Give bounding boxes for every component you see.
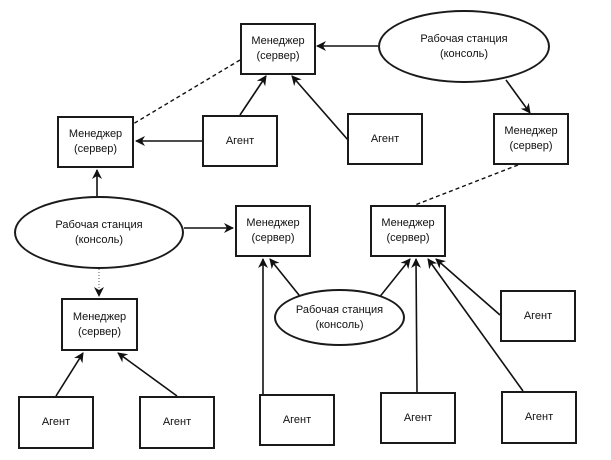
agent-label: Агент: [524, 411, 554, 423]
connection-solid-a6-to-m5: [411, 258, 422, 393]
console-label: (консоль): [439, 47, 489, 60]
connection-solid-e1-to-m3: [505, 79, 531, 114]
server-label: (сервер): [386, 232, 430, 244]
agent-node: Агент: [259, 394, 335, 446]
manager-label: Менеджер: [251, 35, 305, 47]
workstation-console-node: Рабочая станция (консоль): [14, 196, 184, 269]
server-label: (сервер): [251, 232, 295, 244]
workstation-label: Рабочая станция: [295, 303, 384, 316]
agent-label: Агент: [370, 132, 400, 145]
agent-label: Агент: [41, 416, 71, 428]
manager-label: Менеджер: [504, 125, 558, 137]
connection-solid-a2-to-m1: [291, 75, 349, 141]
connection-solid-e3-to-m5: [377, 258, 411, 300]
agent-label: Агент: [162, 416, 192, 428]
agent-node: Агент: [139, 396, 215, 449]
connection-solid-a3-to-m6: [55, 352, 84, 397]
manager-label: Менеджер: [68, 128, 123, 140]
agent-node: Агент: [18, 396, 94, 449]
console-label: (консоль): [315, 318, 364, 331]
agent-label: Агент: [523, 309, 553, 322]
manager-server-node: Менеджер (сервер): [61, 298, 138, 351]
agent-node: Агент: [347, 113, 423, 165]
manager-server-node: Менеджер (сервер): [240, 23, 316, 75]
manager-server-node: Менеджер (сервер): [57, 116, 134, 168]
manager-server-node: Менеджер (сервер): [370, 205, 446, 257]
manager-label: Менеджер: [246, 217, 300, 229]
manager-label: Менеджер: [381, 217, 435, 229]
workstation-label: Рабочая станция: [55, 218, 143, 231]
agent-node: Агент: [501, 391, 577, 444]
workstation-console-node: Рабочая станция (консоль): [378, 10, 550, 83]
connection-solid-e3-to-m4: [269, 258, 304, 301]
agent-node: Агент: [202, 115, 278, 167]
agent-label: Агент: [282, 413, 312, 426]
server-label: (сервер): [509, 140, 553, 152]
agent-label: Агент: [403, 411, 433, 424]
connection-solid-a4-to-m6: [117, 352, 178, 397]
workstation-label: Рабочая станция: [420, 32, 508, 45]
agent-node: Агент: [380, 392, 456, 444]
manager-label: Менеджер: [72, 310, 127, 323]
connection-solid-a1-to-m1: [239, 75, 267, 116]
server-label: (сервер): [256, 50, 300, 62]
connection-solid-a8-to-m5: [435, 258, 501, 316]
manager-server-node: Менеджер (сервер): [235, 205, 311, 257]
workstation-console-node: Рабочая станция (консоль): [274, 289, 405, 346]
server-label: (сервер): [77, 325, 122, 338]
agent-label: Агент: [225, 134, 255, 147]
console-label: (консоль): [74, 233, 124, 246]
connection-dashed-m3-to-m5: [414, 164, 519, 206]
connection-solid-a7-to-m5: [427, 258, 524, 392]
server-label: (сервер): [73, 143, 118, 155]
agent-node: Агент: [500, 290, 576, 342]
manager-server-node: Менеджер (сервер): [493, 113, 569, 165]
